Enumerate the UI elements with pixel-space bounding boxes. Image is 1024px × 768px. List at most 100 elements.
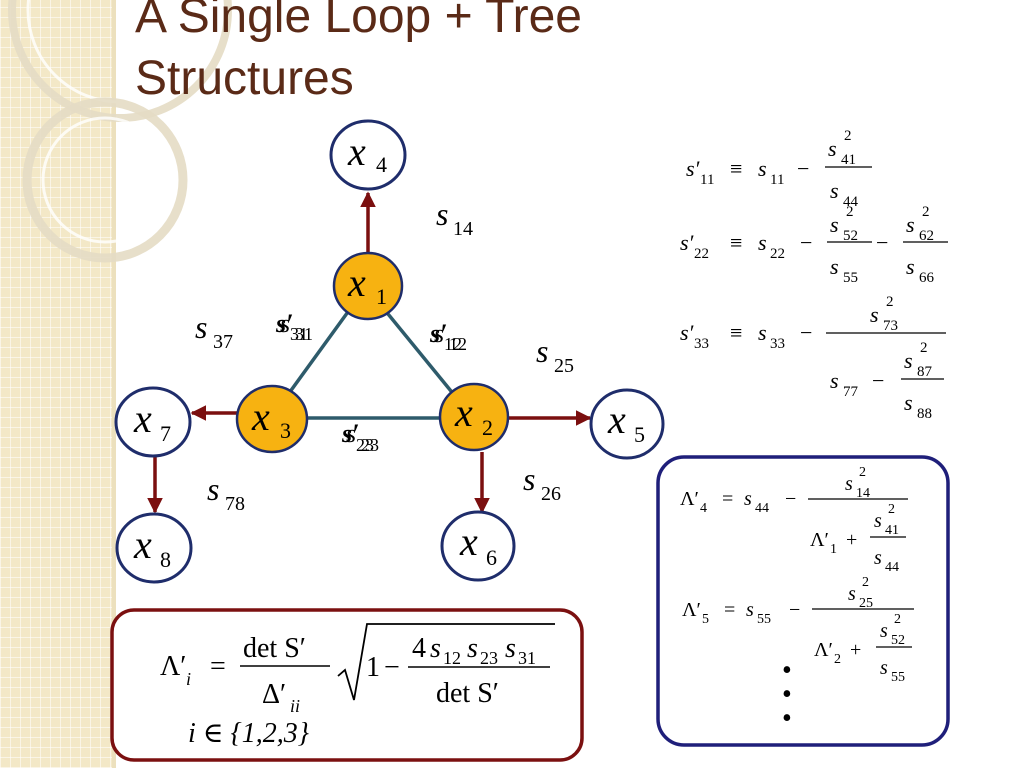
node-x7-sub: 7 (160, 421, 171, 446)
svg-text:Λ′: Λ′ (682, 599, 701, 621)
svg-text:88: 88 (917, 406, 932, 422)
strip-edge (112, 0, 116, 768)
label-s12-prime-sub: 12 (444, 334, 462, 354)
svg-text:12: 12 (443, 648, 461, 668)
svg-text:44: 44 (843, 194, 859, 210)
svg-text:+: + (846, 529, 857, 551)
svg-text:Λ′: Λ′ (680, 488, 699, 510)
svg-text:55: 55 (843, 270, 858, 286)
node-x3-sub: 3 (280, 418, 291, 443)
svg-text:52: 52 (843, 228, 858, 244)
equation-s22: s′ 22 ≡ s 22 − s 2 52 s 55 − s 2 62 s 66 (680, 204, 948, 286)
svg-text:55: 55 (891, 670, 905, 685)
svg-text:22: 22 (694, 246, 709, 262)
svg-text:s: s (758, 156, 767, 181)
svg-text:ii: ii (290, 696, 300, 716)
label-s23-var: s (346, 419, 356, 448)
svg-text:≡: ≡ (730, 230, 742, 255)
label-s12-sub: 12 (449, 334, 467, 354)
svg-text:s′: s′ (680, 230, 695, 255)
node-x3-var: x (251, 394, 270, 439)
svg-text:Λ′: Λ′ (160, 651, 186, 682)
equation-s11: s′ 11 ≡ s 11 − s 2 41 s 44 (686, 128, 872, 210)
svg-text:2: 2 (844, 128, 852, 144)
svg-text:2: 2 (922, 204, 930, 220)
svg-text:•: • (782, 679, 792, 710)
ring-small-inner (41, 116, 169, 244)
node-x3-shape (235, 384, 309, 454)
node-x4: x 4 (329, 119, 407, 191)
label-s31-prime: s′ 31 s 31 (275, 309, 313, 344)
node-x4-shape (329, 119, 407, 191)
slide-title-line2: Structures (135, 52, 354, 105)
label-s37-var: s (195, 309, 207, 345)
svg-text:33: 33 (770, 336, 785, 352)
svg-text:44: 44 (885, 560, 899, 575)
node-x2: x 2 (438, 382, 510, 452)
svg-text:≡: ≡ (730, 156, 742, 181)
equation-lambda5: Λ′ 5 = s 55 − s 2 25 Λ′ 2 + s 2 52 s 55 (682, 575, 914, 685)
svg-text:•: • (782, 655, 792, 686)
tree-arrows (147, 191, 592, 514)
svg-text:•: • (782, 703, 792, 734)
node-x7-shape (114, 386, 192, 458)
svg-text:s: s (828, 136, 837, 161)
node-x5-var: x (607, 397, 626, 442)
svg-text:22: 22 (770, 246, 785, 262)
svg-text:s: s (904, 348, 913, 373)
svg-text:s′: s′ (686, 156, 701, 181)
svg-text:2: 2 (846, 204, 854, 220)
node-x2-var: x (454, 390, 473, 435)
equation-lambda4: Λ′ 4 = s 44 − s 2 14 Λ′ 1 + s 2 41 s 44 (680, 465, 908, 575)
node-x4-var: x (347, 129, 366, 174)
label-s14-var: s (436, 196, 448, 232)
svg-text:2: 2 (862, 575, 869, 590)
label-s78-sub: 78 (225, 493, 245, 515)
svg-text:−: − (789, 599, 800, 621)
label-s14-sub: 14 (453, 218, 473, 240)
svg-text:s: s (830, 212, 839, 237)
label-s78: s 78 (207, 471, 245, 515)
svg-text:1: 1 (366, 652, 380, 683)
node-x6-sub: 6 (486, 545, 497, 570)
node-x5: x 5 (589, 388, 665, 460)
svg-text:Λ′: Λ′ (810, 529, 829, 551)
node-x8: x 8 (115, 512, 193, 584)
svg-text:det S′: det S′ (243, 633, 306, 664)
svg-text:s: s (848, 583, 856, 605)
label-s37: s 37 (195, 309, 233, 353)
svg-text:−: − (800, 320, 812, 345)
svg-text:87: 87 (917, 364, 933, 380)
edge-labels: s 14 s 25 s 26 s 37 s 78 s′ 12 (195, 196, 574, 515)
svg-text:≡: ≡ (730, 320, 742, 345)
svg-text:25: 25 (859, 596, 873, 611)
label-s12-var: s (434, 319, 444, 348)
svg-text:2: 2 (859, 465, 866, 480)
node-x5-shape (589, 388, 665, 460)
node-x8-shape (115, 512, 193, 584)
svg-text:23: 23 (480, 648, 498, 668)
label-s31-var: s (280, 309, 290, 338)
svg-text:s: s (430, 633, 441, 664)
svg-text:Δ′: Δ′ (262, 679, 286, 710)
label-s78-var: s (207, 471, 219, 507)
svg-text:−: − (384, 652, 400, 683)
equation-s33: s′ 33 ≡ s 33 − s 2 73 s 77 − s 2 87 s 88 (680, 294, 946, 422)
svg-text:s: s (758, 320, 767, 345)
label-s31-sub: 31 (295, 324, 313, 344)
label-s37-sub: 37 (213, 331, 233, 353)
svg-text:s′: s′ (680, 320, 695, 345)
svg-text:2: 2 (886, 294, 894, 310)
svg-text:4: 4 (412, 633, 426, 664)
decorative-rings (8, 0, 232, 263)
node-x1-var: x (347, 260, 366, 305)
svg-text:s: s (870, 302, 879, 327)
svg-text:44: 44 (755, 501, 769, 516)
svg-text:s: s (746, 599, 754, 621)
label-s25-var: s (536, 333, 548, 369)
svg-text:41: 41 (885, 523, 899, 538)
label-s26-sub: 26 (541, 483, 561, 505)
sqrt-radical (337, 623, 555, 701)
svg-text:11: 11 (700, 172, 714, 188)
